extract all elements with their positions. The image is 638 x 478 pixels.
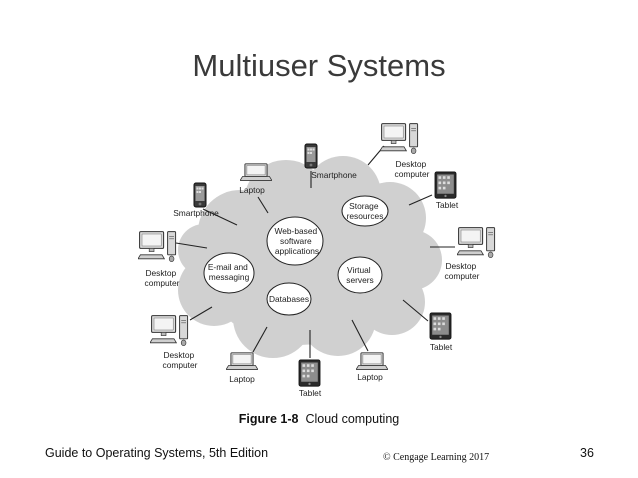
svg-text:Desktop computer: Desktop computer: [395, 159, 430, 179]
connector-line: [252, 326, 268, 353]
tablet-icon: [434, 171, 457, 199]
device-tablet-bottom: Tablet: [298, 359, 322, 398]
svg-text:Web-based software: Web-based software applications: [274, 226, 319, 256]
service-virtual-servers: Virtual servers: [337, 256, 383, 294]
svg-text:Smartphone: Smartphone: [173, 208, 219, 218]
device-tablet-right: Tablet: [429, 312, 453, 352]
device-tablet-top-right: Tablet: [434, 171, 459, 210]
figure-number: Figure 1-8: [238, 412, 299, 426]
service-databases: Databases: [266, 282, 312, 316]
device-desktop-bottom-left: Desktop computer: [150, 315, 198, 370]
tablet-icon: [298, 359, 321, 387]
connector-line: [202, 208, 238, 226]
connector-line: [351, 319, 369, 352]
desktop-computer-icon: [138, 231, 177, 262]
footer-copyright: © Cengage Learning 2017: [383, 452, 490, 463]
svg-text:E-mail and messaging: E-mail and messaging: [208, 262, 250, 282]
service-web-apps: Web-based software applications: [266, 216, 324, 266]
smartphone-icon: [304, 143, 318, 169]
svg-text:Laptop: Laptop: [229, 374, 255, 384]
tablet-icon: [429, 312, 452, 340]
svg-text:Tablet: Tablet: [436, 200, 459, 210]
connector-line: [402, 299, 429, 322]
svg-text:Laptop: Laptop: [357, 372, 383, 382]
svg-text:Desktop computer: Desktop computer: [163, 350, 198, 370]
device-desktop-right: Desktop computer: [445, 227, 496, 281]
laptop-icon: [240, 163, 272, 181]
desktop-computer-icon: [380, 123, 419, 154]
svg-text:Storage resources: Storage resources: [347, 201, 384, 221]
slide-title: Multiuser Systems: [192, 48, 446, 83]
device-laptop-top-left: Laptop: [239, 163, 272, 195]
smartphone-icon: [193, 182, 207, 208]
connector-lines: [175, 145, 455, 358]
service-email: E-mail and messaging: [203, 252, 255, 294]
figure-caption: Figure 1-8 Cloud computing: [0, 412, 638, 426]
desktop-computer-icon: [457, 227, 496, 258]
service-storage: Storage resources: [341, 195, 389, 227]
svg-text:Desktop computer: Desktop computer: [145, 268, 180, 288]
laptop-icon: [226, 352, 258, 370]
connector-line: [408, 194, 433, 206]
svg-text:Databases: Databases: [269, 294, 309, 304]
connector-line: [257, 196, 269, 214]
svg-text:Virtual servers: Virtual servers: [346, 265, 373, 285]
device-laptop-bottom-left: Laptop: [226, 352, 258, 384]
page-number: 36: [580, 446, 594, 460]
figure-caption-text: Cloud computing: [305, 412, 400, 426]
connector-line: [189, 306, 213, 321]
device-smartphone-top: Smartphone: [304, 143, 357, 180]
footer-book-title: Guide to Operating Systems, 5th Edition: [45, 446, 269, 460]
svg-text:Tablet: Tablet: [430, 342, 453, 352]
device-desktop-top-right: Desktop computer: [380, 123, 430, 179]
connector-line: [175, 242, 208, 249]
laptop-icon: [356, 352, 388, 370]
device-laptop-bottom-right: Laptop: [356, 352, 388, 382]
svg-text:Tablet: Tablet: [299, 388, 322, 398]
svg-text:Laptop: Laptop: [239, 185, 265, 195]
svg-text:Smartphone: Smartphone: [311, 170, 357, 180]
desktop-computer-icon: [150, 315, 189, 346]
device-desktop-left: Desktop computer: [138, 231, 180, 288]
device-smartphone-left: Smartphone: [173, 182, 219, 218]
svg-text:Desktop computer: Desktop computer: [445, 261, 480, 281]
